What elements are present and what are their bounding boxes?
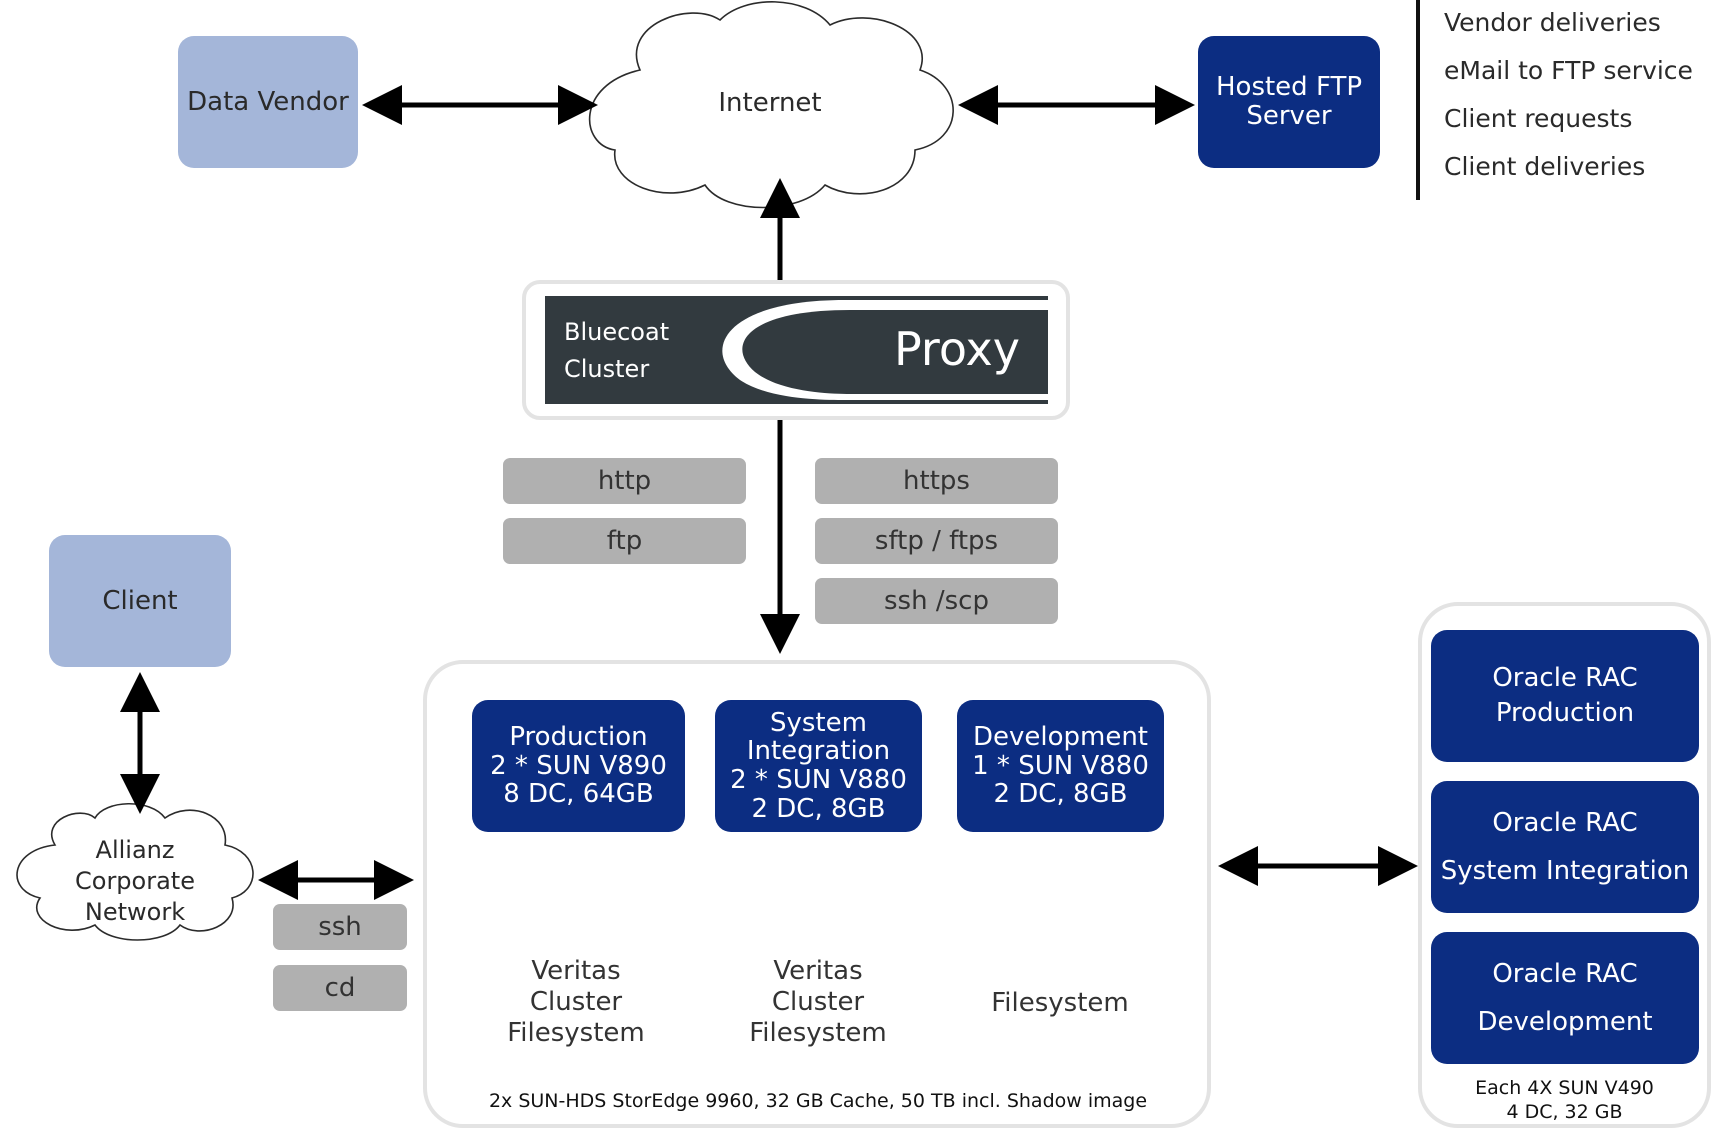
hosted-ftp-server-box: Hosted FTP Server <box>1198 36 1380 168</box>
oracle-rac-production: Oracle RAC Production <box>1431 630 1699 762</box>
protocol-http: http <box>503 458 746 504</box>
internet-label: Internet <box>718 88 822 118</box>
hosted-ftp-server-label: Hosted FTP Server <box>1215 72 1363 131</box>
client-protocol-cd: cd <box>273 965 407 1011</box>
client-box: Client <box>49 535 231 667</box>
protocol-https: https <box>815 458 1058 504</box>
bluecoat-cluster-label: Bluecoat Cluster <box>564 318 670 384</box>
server-system-integration: System Integration 2 * SUN V880 2 DC, 8G… <box>715 700 922 832</box>
data-vendor-label: Data Vendor <box>187 87 349 117</box>
allianz-cloud-shape <box>16 802 254 941</box>
server-development-label: Development 1 * SUN V880 2 DC, 8GB <box>972 722 1149 810</box>
client-protocol-ssh: ssh <box>273 904 407 950</box>
bluecoat-proxy-cluster: Bluecoat Cluster Proxy <box>545 296 1048 404</box>
oracle-rac-production-label: Oracle RAC Production <box>1492 662 1638 728</box>
legend-item-1: Vendor deliveries <box>1444 8 1661 37</box>
server-production-label: Production 2 * SUN V890 8 DC, 64GB <box>490 722 667 810</box>
storage-note: 2x SUN-HDS StorEdge 9960, 32 GB Cache, 5… <box>488 1090 1148 1112</box>
internet-cloud-shape <box>588 1 954 209</box>
protocol-sftp-ftps: sftp / ftps <box>815 518 1058 564</box>
protocol-ftp: ftp <box>503 518 746 564</box>
allianz-network-label: Allianz Corporate Network <box>75 836 195 927</box>
storage-label-3: Filesystem <box>991 988 1129 1018</box>
legend-item-4: Client deliveries <box>1444 152 1646 181</box>
data-vendor-box: Data Vendor <box>178 36 358 168</box>
client-label: Client <box>102 586 178 616</box>
server-system-integration-label: System Integration 2 * SUN V880 2 DC, 8G… <box>730 707 907 824</box>
storage-label-2: Veritas Cluster Filesystem <box>749 956 887 1049</box>
oracle-rac-development-label: Oracle RAC Development <box>1477 958 1653 1037</box>
legend-item-2: eMail to FTP service <box>1444 56 1693 85</box>
storage-label-1: Veritas Cluster Filesystem <box>507 956 645 1049</box>
protocol-ssh-scp: ssh /scp <box>815 578 1058 624</box>
server-development: Development 1 * SUN V880 2 DC, 8GB <box>957 700 1164 832</box>
oracle-rac-development: Oracle RAC Development <box>1431 932 1699 1064</box>
oracle-note: Each 4X SUN V490 4 DC, 32 GB <box>1475 1077 1654 1123</box>
oracle-rac-system-integration-label: Oracle RAC System Integration <box>1440 807 1690 886</box>
proxy-label: Proxy <box>893 322 1020 376</box>
server-production: Production 2 * SUN V890 8 DC, 64GB <box>472 700 685 832</box>
oracle-rac-system-integration: Oracle RAC System Integration <box>1431 781 1699 913</box>
legend-item-3: Client requests <box>1444 104 1633 133</box>
proxy-swoosh <box>722 300 1048 400</box>
